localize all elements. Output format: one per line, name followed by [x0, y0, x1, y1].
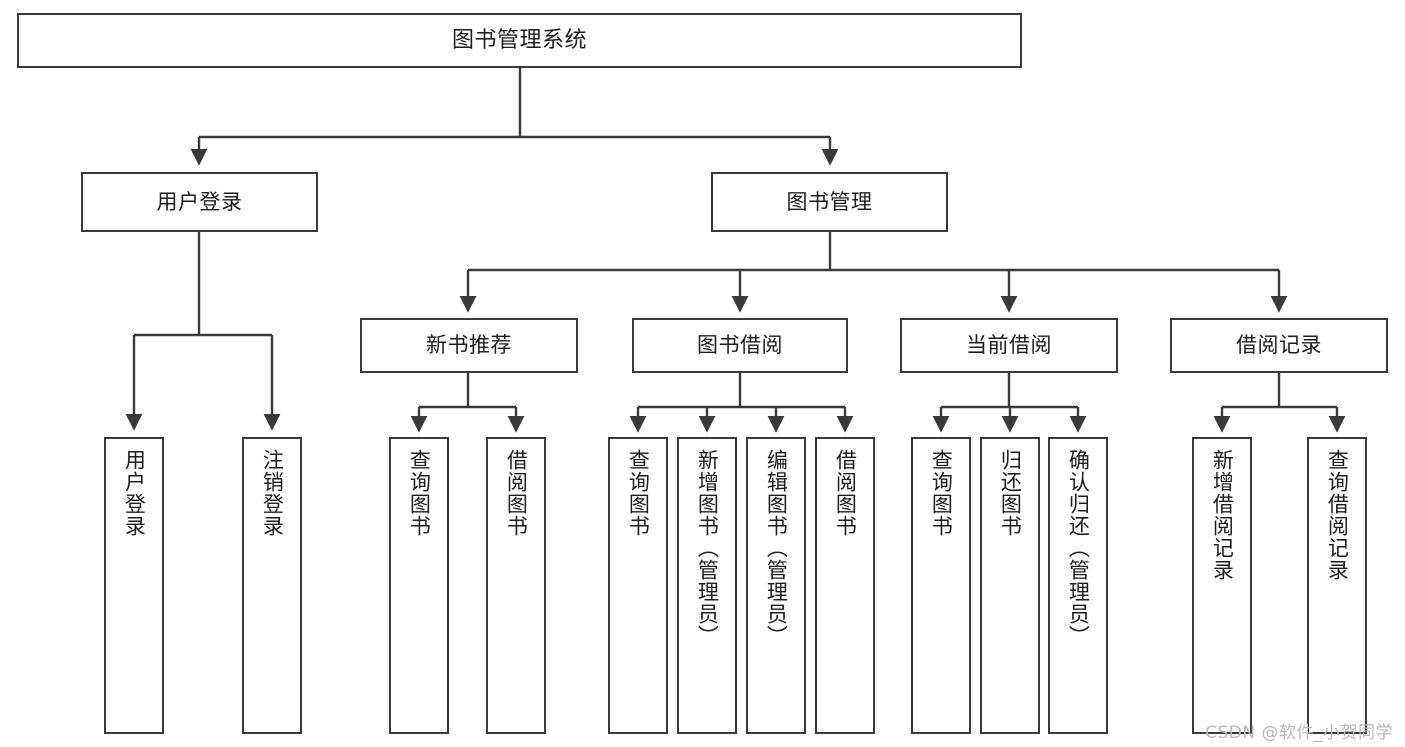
node-root[interactable]: 图书管理系统 — [17, 13, 1022, 68]
leaf-label: 归还图书 — [998, 449, 1023, 537]
leaf-new-book-0[interactable]: 查询图书 — [389, 437, 449, 734]
leaf-label: 查询图书 — [929, 449, 954, 537]
leaf-label: 借阅图书 — [504, 449, 529, 537]
node-book-manage-label: 图书管理 — [786, 189, 873, 214]
leaf-user-login-0[interactable]: 用户登录 — [104, 437, 164, 734]
node-borrow-record-label: 借阅记录 — [1236, 333, 1322, 358]
leaf-new-book-1[interactable]: 借阅图书 — [486, 437, 546, 734]
node-borrow-record[interactable]: 借阅记录 — [1170, 318, 1388, 373]
leaf-current-borrow-0[interactable]: 查询图书 — [911, 437, 971, 734]
leaf-book-borrow-0[interactable]: 查询图书 — [608, 437, 668, 734]
node-book-borrow[interactable]: 图书借阅 — [632, 318, 848, 373]
leaf-current-borrow-2[interactable]: 确认归还（管理员） — [1048, 437, 1108, 734]
node-new-book[interactable]: 新书推荐 — [360, 318, 578, 373]
leaf-book-borrow-2[interactable]: 编辑图书（管理员） — [746, 437, 806, 734]
node-user-login-label: 用户登录 — [156, 189, 243, 214]
leaf-book-borrow-3[interactable]: 借阅图书 — [815, 437, 875, 734]
node-new-book-label: 新书推荐 — [426, 333, 512, 358]
leaf-label: 查询借阅记录 — [1325, 449, 1350, 581]
leaf-label: 新增借阅记录 — [1210, 449, 1235, 581]
leaf-label: 借阅图书 — [833, 449, 858, 537]
leaf-label: 编辑图书（管理员） — [764, 449, 789, 647]
leaf-label: 查询图书 — [626, 449, 651, 537]
node-root-label: 图书管理系统 — [451, 27, 587, 53]
leaf-book-borrow-1[interactable]: 新增图书（管理员） — [677, 437, 737, 734]
node-book-borrow-label: 图书借阅 — [697, 333, 783, 358]
leaf-label: 查询图书 — [407, 449, 432, 537]
leaf-user-login-1[interactable]: 注销登录 — [242, 437, 302, 734]
leaf-current-borrow-1[interactable]: 归还图书 — [980, 437, 1040, 734]
leaf-borrow-record-0[interactable]: 新增借阅记录 — [1192, 437, 1252, 734]
leaf-label: 用户登录 — [122, 449, 147, 537]
leaf-label: 注销登录 — [260, 449, 285, 537]
leaf-label: 新增图书（管理员） — [695, 449, 720, 647]
leaf-borrow-record-1[interactable]: 查询借阅记录 — [1307, 437, 1367, 734]
node-current-borrow-label: 当前借阅 — [966, 333, 1052, 358]
node-book-manage[interactable]: 图书管理 — [711, 172, 948, 232]
node-current-borrow[interactable]: 当前借阅 — [900, 318, 1118, 373]
leaf-label: 确认归还（管理员） — [1066, 449, 1091, 647]
watermark: CSDN @软件_小贺同学 — [1205, 723, 1393, 743]
node-user-login[interactable]: 用户登录 — [81, 172, 318, 232]
